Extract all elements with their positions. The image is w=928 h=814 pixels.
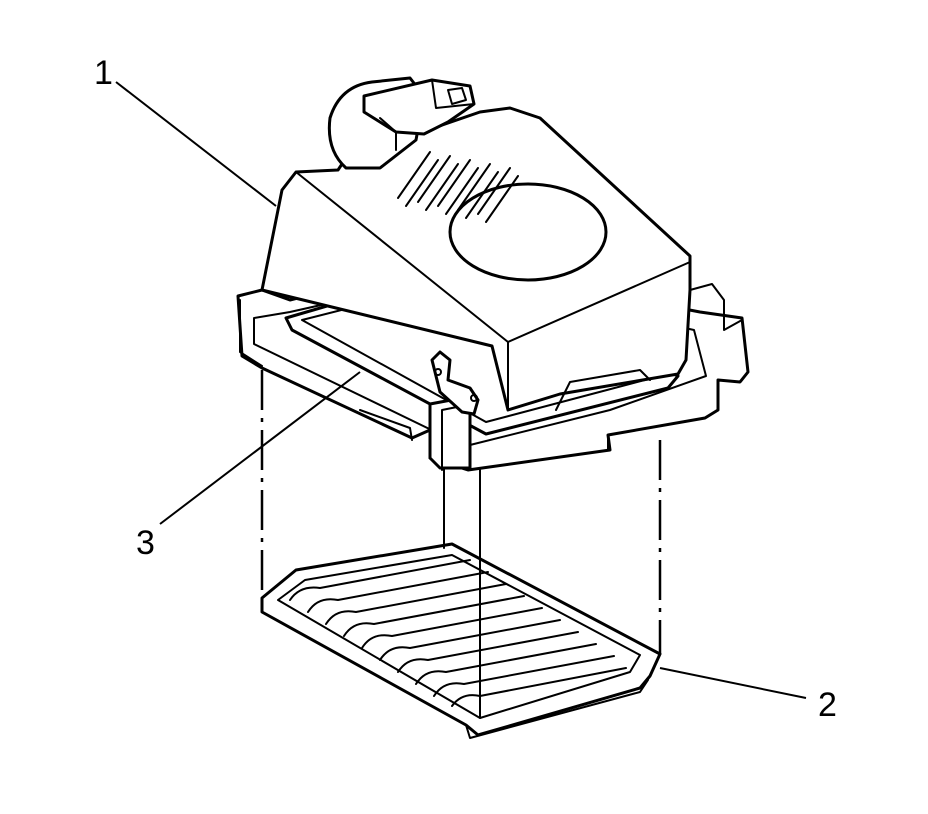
- cover-vents: [397, 151, 519, 223]
- leader-lines: [115, 81, 807, 699]
- callout-3: 3: [136, 524, 155, 562]
- air-filter-element: [260, 542, 662, 739]
- airflow-sensor: [327, 76, 476, 170]
- leader-3: [159, 371, 361, 525]
- assembly-guide-lines: [260, 370, 662, 719]
- callout-1: 1: [94, 54, 113, 92]
- cover-oval-badge: [448, 182, 608, 282]
- callout-2: 2: [818, 686, 837, 724]
- leader-2: [659, 667, 807, 699]
- leader-1: [115, 81, 277, 207]
- housing-cover: [260, 106, 692, 416]
